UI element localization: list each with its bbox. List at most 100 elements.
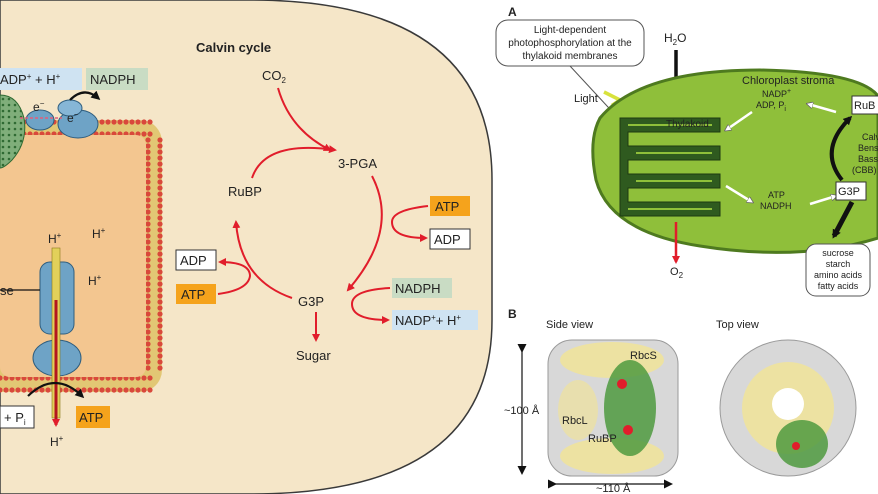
membrane-bead	[157, 245, 163, 251]
product-4: fatty acids	[818, 281, 859, 291]
membrane-bead	[145, 335, 151, 341]
membrane-bead	[145, 155, 151, 161]
membrane-bead	[145, 329, 151, 335]
membrane-bead	[145, 257, 151, 263]
atp-right-label: ATP	[435, 199, 459, 214]
h-inner-2: H+	[88, 273, 102, 288]
membrane-bead	[3, 387, 9, 393]
membrane-bead	[145, 317, 151, 323]
membrane-bead	[145, 341, 151, 347]
membrane-bead	[87, 387, 93, 393]
membrane-bead	[129, 387, 135, 393]
nadp-cycle-box	[392, 310, 478, 330]
membrane-bead	[145, 191, 151, 197]
rubp-a-box	[851, 95, 878, 115]
product-3: amino acids	[814, 270, 863, 280]
membrane-bead	[99, 387, 105, 393]
width-label: ~110 Å	[596, 482, 631, 494]
membrane-bead	[145, 347, 151, 353]
membrane-bead	[135, 387, 141, 393]
membrane-bead	[145, 179, 151, 185]
nadp-top-label: ADP+ + H+	[0, 72, 61, 87]
atp-a-line2: NADPH	[760, 201, 792, 211]
membrane-bead	[111, 119, 117, 125]
chloroplast-body	[591, 68, 878, 254]
membrane-bead	[0, 387, 3, 393]
rbcs-label: RbcS	[630, 350, 657, 362]
membrane-bead	[157, 197, 163, 203]
atp-synthase	[0, 247, 82, 427]
e-label-2: e−	[67, 110, 79, 125]
membrane-bead	[123, 387, 129, 393]
membrane-bead	[105, 119, 111, 125]
membrane-bead	[157, 281, 163, 287]
thylakoid-to-atp-arrow	[725, 184, 752, 202]
membrane-bead	[157, 191, 163, 197]
membrane-bead	[157, 209, 163, 215]
adp-left-box	[175, 249, 217, 271]
membrane-bead	[147, 375, 153, 381]
panel-b-label: B	[508, 307, 517, 321]
cycle-arc-g3p-to-rubp	[232, 220, 293, 299]
atp-synthase-label: se	[0, 283, 14, 298]
atp-left-box	[176, 284, 216, 304]
h-bottom-label: H+	[50, 434, 64, 449]
membrane-bead	[145, 227, 151, 233]
product-2: starch	[826, 259, 851, 269]
membrane-bead	[145, 209, 151, 215]
nadph-top-label: NADPH	[90, 72, 136, 87]
panel-a: A Light-dependent photophosphorylation a…	[495, 5, 878, 297]
membrane-bead	[117, 387, 123, 393]
membrane-bead	[157, 347, 163, 353]
membrane-bead	[147, 131, 153, 137]
atp-left-label: ATP	[181, 287, 205, 302]
membrane-bead	[145, 275, 151, 281]
membrane-bead	[147, 387, 153, 393]
membrane-bead	[145, 239, 151, 245]
cycle-side-2: Bens	[858, 143, 878, 153]
membrane-bead	[135, 119, 141, 125]
rubisco-top-view	[719, 339, 857, 477]
membrane-bead	[157, 179, 163, 185]
left-panel: e− e− ADP+ + H+ NADPH H+ H+ H+ se + Pi A…	[0, 0, 493, 494]
nadph-cycle-label: NADPH	[395, 281, 441, 296]
sugar-label: Sugar	[296, 348, 331, 363]
pi-label: + Pi	[4, 410, 26, 427]
panel-a-label: A	[508, 5, 517, 19]
o2-label: O2	[670, 266, 684, 280]
membrane-bead	[157, 167, 163, 173]
co2-arrow	[277, 87, 332, 151]
atp-bottom-label: ATP	[79, 410, 103, 425]
nadph-top-box	[86, 68, 148, 90]
nadph-curve-arrow	[69, 90, 101, 101]
nadp-to-thylakoid-arrow	[726, 110, 753, 130]
membrane-bead	[157, 269, 163, 275]
pga-label: 3-PGA	[338, 156, 377, 171]
membrane-bead	[145, 233, 151, 239]
membrane-bead	[145, 251, 151, 257]
membrane-bead	[157, 365, 163, 371]
membrane-bead	[157, 173, 163, 179]
membrane-bead	[157, 263, 163, 269]
products-box	[805, 243, 871, 297]
thylakoid-lumen	[0, 135, 146, 377]
membrane-bead	[157, 221, 163, 227]
membrane-bead	[157, 317, 163, 323]
membrane-bead	[145, 197, 151, 203]
e-label-1: e−	[33, 99, 45, 114]
membrane-bead	[93, 387, 99, 393]
cycle-to-nadp-arrow	[808, 104, 837, 114]
cycle-arc-rubp-to-pga	[251, 145, 337, 179]
membrane-bead	[105, 387, 111, 393]
adp-left-label: ADP	[180, 253, 207, 268]
membrane-bead	[157, 359, 163, 365]
cycle-arc-pga-to-g3p	[346, 175, 383, 292]
membrane-bead	[145, 143, 151, 149]
membrane-bead	[157, 233, 163, 239]
membrane-bead	[157, 305, 163, 311]
membrane-bead	[81, 387, 87, 393]
callout-line-1: Light-dependent	[534, 25, 607, 36]
callout-line-2: photophosphorylation at the	[508, 38, 632, 49]
membrane-bead	[157, 311, 163, 317]
